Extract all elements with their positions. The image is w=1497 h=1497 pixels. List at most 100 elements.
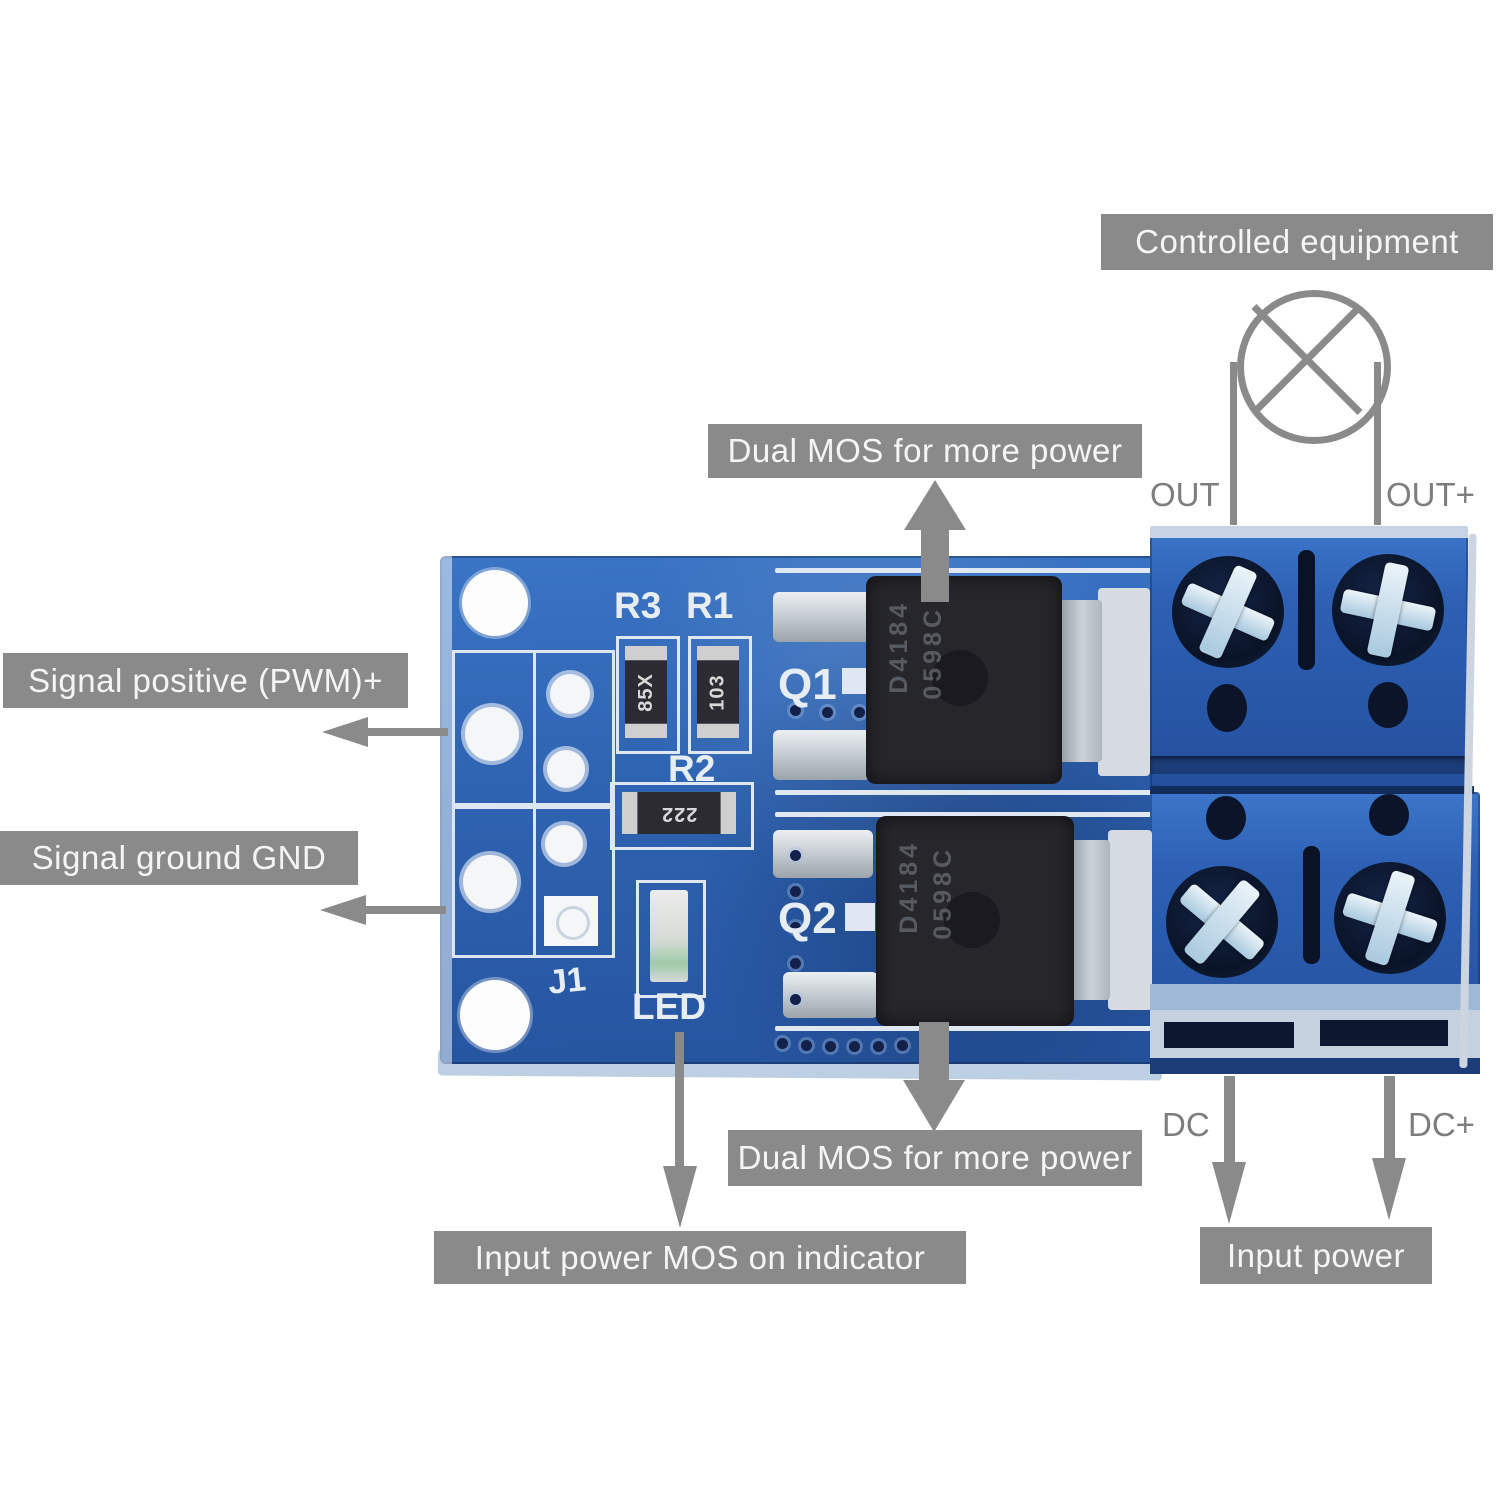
- out-plus-label: OUT+: [1386, 476, 1475, 513]
- callout-dual-mos-top: Dual MOS for more power: [708, 424, 1142, 478]
- via: [801, 1040, 812, 1051]
- screw-cross: [1322, 544, 1455, 677]
- q1-lead-pad: [773, 730, 871, 780]
- led-footprint: [636, 880, 706, 998]
- arrow-left-icon: [322, 717, 368, 747]
- q1-silk-line: [775, 568, 1153, 573]
- terminal-light-band: [1150, 984, 1480, 1010]
- arrow-left-shaft: [366, 728, 448, 736]
- led-arrow-icon: [663, 1166, 697, 1228]
- terminal-seam: [1150, 786, 1474, 794]
- terminal-divider-slot: [1298, 550, 1315, 670]
- terminal-divider-slot: [1303, 846, 1320, 964]
- via: [790, 958, 801, 969]
- pwm-signal-pad: [465, 707, 519, 761]
- callout-signal-ground: Signal ground GND: [0, 831, 358, 885]
- wire-entry-slot[interactable]: [1320, 1020, 1448, 1046]
- via: [849, 1041, 860, 1052]
- r1-footprint: [688, 636, 752, 754]
- j1-footprint-cell: [533, 650, 615, 806]
- callout-input-power: Input power: [1200, 1227, 1432, 1284]
- r2-code: 222: [660, 802, 698, 825]
- resistor-r1: 103: [697, 646, 739, 738]
- via: [822, 707, 833, 718]
- out-minus-screw[interactable]: [1172, 556, 1284, 668]
- through-hole-pad: [547, 750, 585, 788]
- arrow-down-shaft: [919, 1022, 949, 1086]
- resistor-r3: 85X: [625, 646, 667, 738]
- callout-dual-mos-bottom: Dual MOS for more power: [728, 1130, 1142, 1186]
- mounting-hole-bottom: [460, 980, 530, 1050]
- arrow-down-icon: [903, 1080, 965, 1132]
- q1-marking: D4184: [885, 600, 913, 694]
- q1-lead-pad: [773, 592, 871, 642]
- q2-marking: D4184: [895, 840, 923, 934]
- via: [854, 707, 865, 718]
- via: [790, 994, 801, 1005]
- mounting-hole-top: [462, 570, 528, 636]
- q2-silk-line: [775, 812, 1153, 817]
- terminal-bottom-strip: [1150, 1058, 1480, 1074]
- square-pad-pin1: [544, 896, 598, 946]
- mosfet-q1: D4184 0598C: [866, 576, 1062, 784]
- dc-plus-arrow-shaft: [1384, 1076, 1395, 1160]
- out-minus-label: OUT: [1150, 476, 1220, 513]
- mosfet-q2: D4184 0598C: [876, 816, 1074, 1026]
- pcb-left-edge: [440, 556, 452, 1064]
- r2-footprint: [610, 782, 754, 850]
- terminal-top-edge: [1150, 526, 1468, 538]
- q1-drain-tab: [1058, 600, 1102, 762]
- gnd-signal-pad: [463, 855, 517, 909]
- q1-drain-pad: [1098, 588, 1150, 776]
- terminal-vent-hole: [1206, 796, 1246, 840]
- through-hole-pad: [550, 674, 590, 714]
- arrow-left-shaft: [364, 906, 446, 914]
- led-component: [650, 890, 688, 982]
- q2-lead-pad: [773, 830, 873, 878]
- terminal-vent-hole: [1369, 794, 1409, 836]
- arrow-up-icon: [904, 480, 966, 530]
- silkscreen-j1: J1: [546, 960, 588, 1002]
- out-minus-wire: [1230, 362, 1237, 525]
- callout-signal-positive: Signal positive (PWM)+: [3, 653, 408, 708]
- via: [873, 1041, 884, 1052]
- q1-dimple: [932, 650, 988, 706]
- via: [790, 850, 801, 861]
- terminal-vent-hole: [1368, 682, 1408, 728]
- dc-minus-arrow-icon: [1212, 1162, 1246, 1224]
- led-arrow-shaft: [675, 1032, 684, 1168]
- via: [777, 1038, 788, 1049]
- through-hole-pad: [545, 825, 583, 863]
- via: [790, 922, 801, 933]
- terminal-vent-hole: [1207, 684, 1247, 732]
- dc-plus-label: DC+: [1408, 1106, 1475, 1143]
- out-plus-wire: [1374, 362, 1381, 525]
- j1-footprint-cell: [533, 806, 615, 958]
- silkscreen-r1: R1: [686, 585, 734, 626]
- q2-silk-line: [775, 1026, 1153, 1031]
- q2-silk-block: [845, 903, 875, 931]
- silkscreen-led: LED: [632, 986, 706, 1027]
- arrow-left-icon: [320, 895, 366, 925]
- pad-drill-hole: [556, 906, 590, 940]
- silkscreen-q2: Q2: [778, 894, 837, 943]
- dc-minus-arrow-shaft: [1224, 1076, 1235, 1164]
- silkscreen-r2: R2: [668, 748, 716, 789]
- dc-plus-screw[interactable]: [1334, 862, 1446, 974]
- q2-marking-2: 0598C: [929, 846, 957, 940]
- r1-code: 103: [706, 673, 729, 711]
- out-plus-screw[interactable]: [1332, 554, 1444, 666]
- silkscreen-r3: R3: [614, 585, 662, 626]
- wire-entry-slot[interactable]: [1164, 1022, 1294, 1048]
- dc-minus-screw[interactable]: [1166, 866, 1278, 978]
- resistor-r2: 222: [622, 792, 736, 834]
- dc-minus-label: DC: [1162, 1106, 1210, 1143]
- q2-drain-pad: [1108, 830, 1152, 1010]
- r3-code: 85X: [634, 672, 657, 712]
- q1-silk-line: [775, 790, 1153, 795]
- callout-input-power-mos-led: Input power MOS on indicator: [434, 1231, 966, 1284]
- r3-footprint: [616, 636, 680, 754]
- silkscreen-q1: Q1: [778, 660, 837, 709]
- terminal-groove: [1150, 756, 1468, 774]
- via: [790, 886, 801, 897]
